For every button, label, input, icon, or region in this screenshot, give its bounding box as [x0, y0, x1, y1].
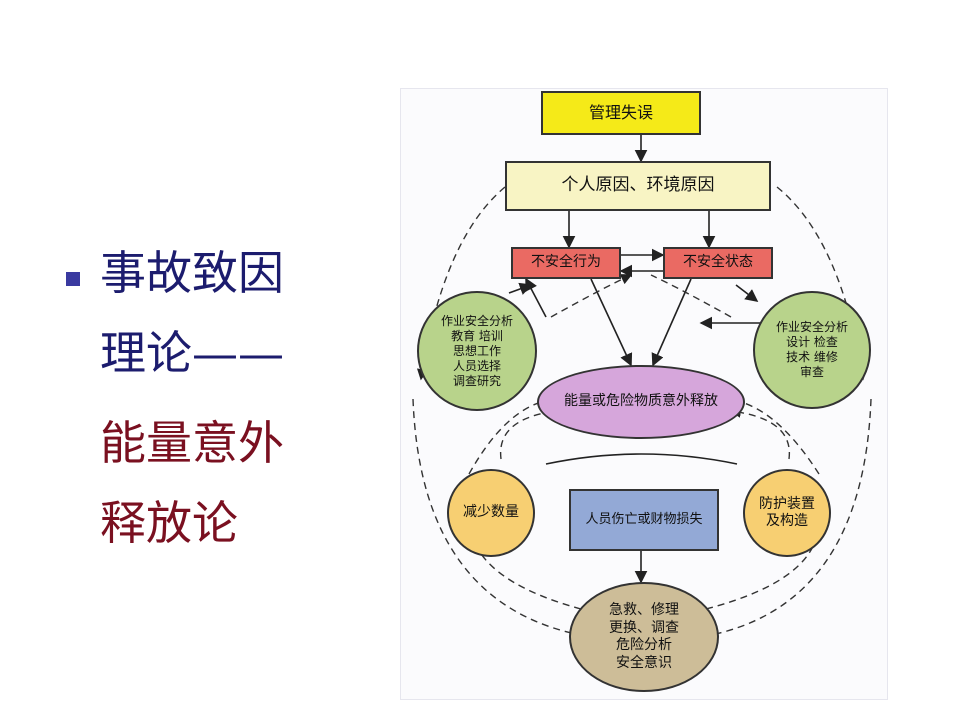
- bullet-square: [66, 272, 80, 286]
- title-line-4: 释放论: [100, 496, 238, 550]
- right-measures-ellipse: 作业安全分析 设计 检查 技术 维修 审查: [753, 291, 871, 409]
- solid-arrows: [508, 135, 761, 584]
- title-line-1: 事故致因: [100, 246, 284, 300]
- reduce-quantity-ellipse: 减少数量: [447, 469, 535, 557]
- title-line-3: 能量意外: [100, 416, 284, 470]
- unsafe-state-box: 不安全状态: [663, 247, 773, 279]
- title-line-2: 理论——: [100, 326, 284, 380]
- first-aid-ellipse: 急救、修理 更换、调查 危险分析 安全意识: [569, 582, 719, 692]
- management-error-box: 管理失误: [541, 91, 701, 135]
- unsafe-behavior-box: 不安全行为: [511, 247, 621, 279]
- left-measures-ellipse: 作业安全分析 教育 培训 思想工作 人员选择 调查研究: [417, 291, 537, 411]
- energy-release-diagram: 管理失误 个人原因、环境原因 不安全行为 不安全状态 作业安全分析 教育 培训 …: [400, 88, 888, 700]
- injury-loss-box: 人员伤亡或财物损失: [569, 489, 719, 551]
- energy-release-ellipse: 能量或危险物质意外释放: [537, 365, 745, 439]
- protective-device-ellipse: 防护装置 及构造: [743, 469, 831, 557]
- personal-env-causes-box: 个人原因、环境原因: [505, 161, 771, 211]
